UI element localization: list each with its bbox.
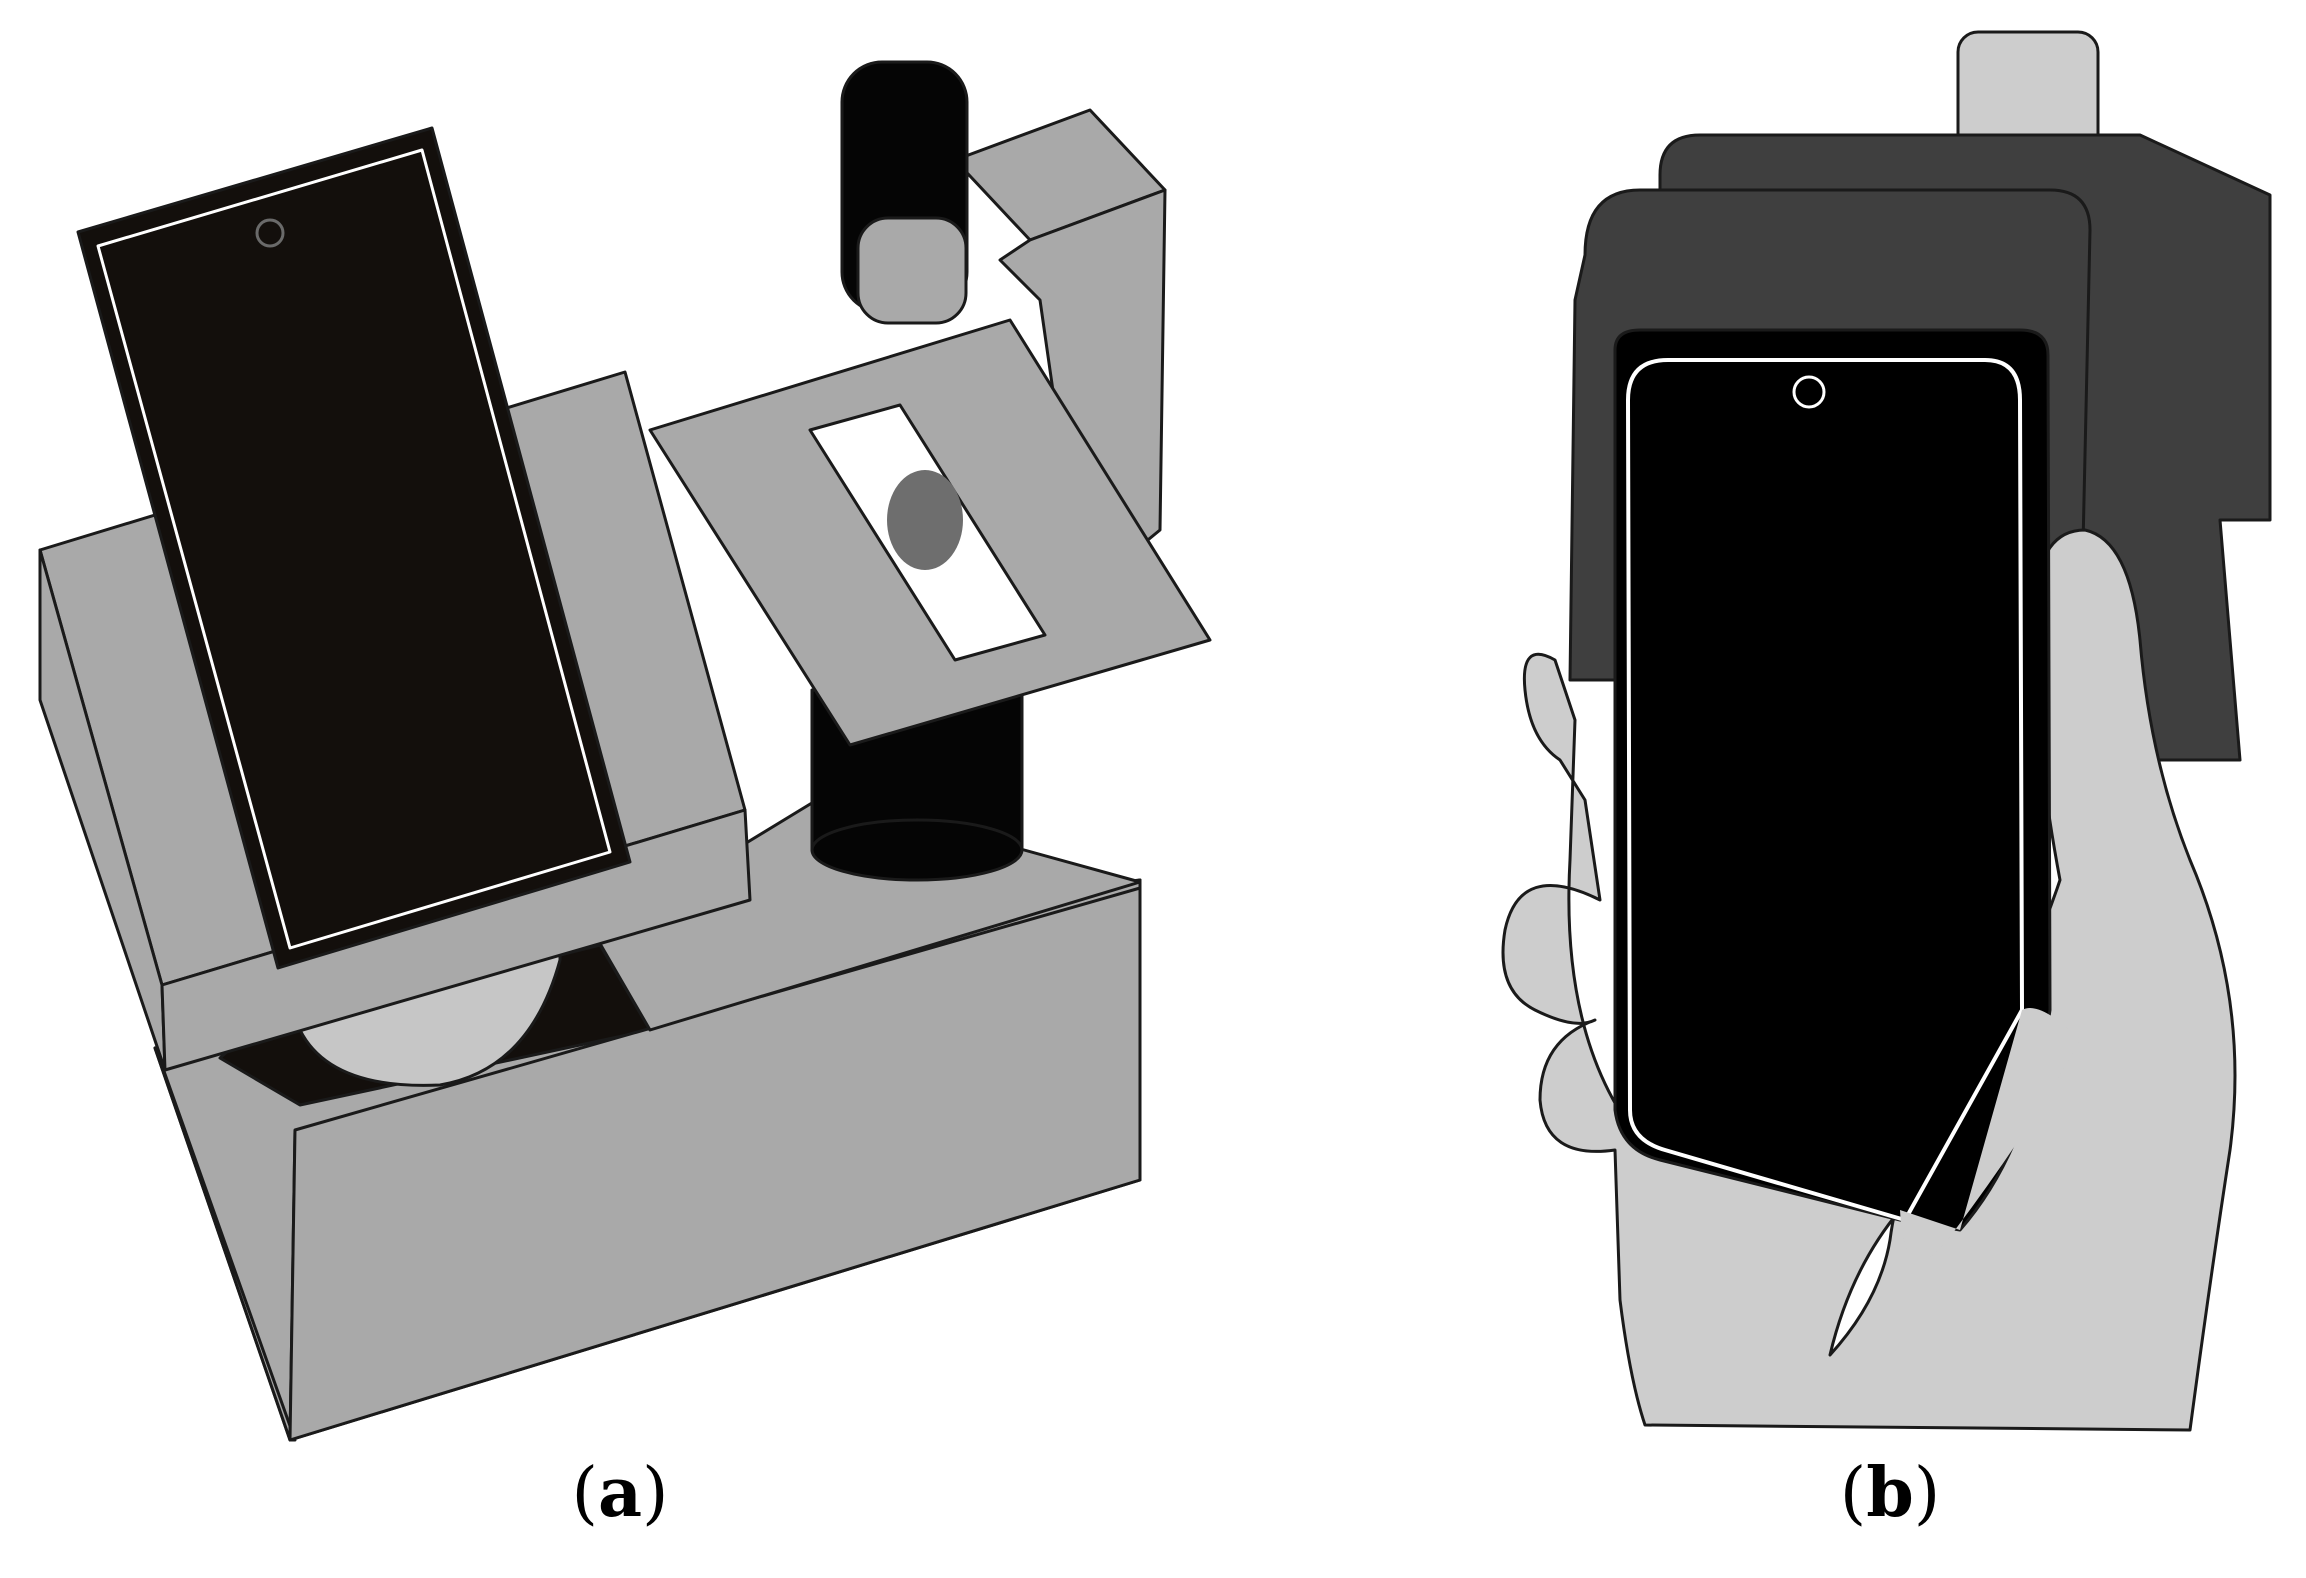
smartphone-b — [1613, 328, 2052, 1232]
caption-panel-b: (b) — [1790, 1448, 1990, 1538]
smartphone-b-bezel — [1626, 358, 2024, 1222]
base-box — [153, 878, 1142, 1442]
caption-letter: a — [597, 1453, 643, 1533]
hand-icon — [1501, 528, 2237, 1432]
panel-b-illustration — [1501, 30, 2272, 1432]
smartphone-a — [76, 126, 632, 970]
hand-thumb — [1900, 1008, 2080, 1261]
front-camera-icon — [1792, 375, 1826, 409]
caption-paren-open: ( — [1839, 1454, 1867, 1533]
caption-paren-close: ) — [642, 1454, 669, 1533]
smartphone-a-body — [76, 126, 632, 970]
sample-spot — [887, 470, 963, 570]
caption-paren-open: ( — [571, 1454, 598, 1533]
slide-stage — [648, 318, 1212, 747]
caption-panel-a: (a) — [520, 1448, 720, 1538]
objective-cylinder — [840, 60, 969, 325]
smartphone-a-bezel — [96, 148, 612, 950]
base-box-side — [288, 886, 1142, 1442]
lens-column-base — [810, 818, 1024, 882]
objective-lens-cap — [856, 216, 968, 325]
smartphone-b-body — [1613, 328, 2052, 1232]
front-camera-icon — [255, 218, 285, 248]
caption-letter: b — [1866, 1453, 1914, 1533]
caption-paren-close: ) — [1913, 1454, 1941, 1533]
panel-a-illustration — [38, 60, 1212, 1442]
